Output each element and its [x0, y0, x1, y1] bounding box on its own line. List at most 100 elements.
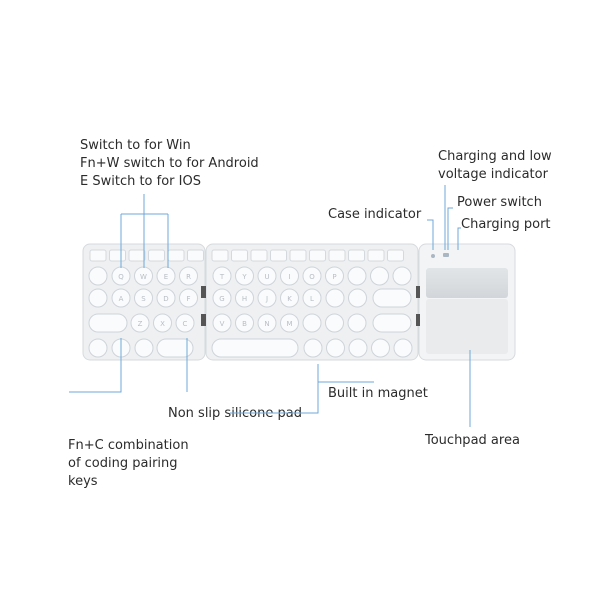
- left-key-z: [130, 313, 150, 333]
- hinge-magnet-1: [201, 286, 206, 298]
- enter-key: [372, 288, 412, 308]
- pairing-keys-line-2: of coding pairing: [68, 456, 178, 471]
- middle-fn-key: [211, 249, 229, 262]
- charging-port-leader: [457, 227, 461, 250]
- left-key-s: [134, 288, 153, 308]
- power-switch-leader: [447, 207, 453, 250]
- middle-row2-round-key: [325, 288, 345, 308]
- left-key-label-r: R: [186, 273, 191, 281]
- pairing-keys-leader: [69, 338, 122, 393]
- middle-space-key: [211, 338, 299, 358]
- left-key-r: [179, 266, 198, 286]
- middle-row2-round-key: [348, 288, 367, 308]
- left-fn-key: [167, 249, 185, 262]
- left-key-label-q: Q: [118, 273, 124, 281]
- power-switch-label: Power switch: [457, 195, 542, 210]
- os-switch-label: Switch to for Win Fn+W switch to for And…: [80, 137, 259, 191]
- middle-key-label-l: L: [310, 295, 314, 303]
- case-indicator-leader: [427, 219, 434, 250]
- left-key-label-e: E: [164, 273, 168, 281]
- charging-indicator-line-2: voltage indicator: [438, 167, 548, 182]
- left-key-label-z: Z: [138, 320, 143, 328]
- middle-key-label-v: V: [220, 320, 225, 328]
- left-row4-round-key: [134, 338, 154, 358]
- middle-key-label-y: Y: [241, 273, 247, 281]
- middle-row4-round-key: [303, 338, 323, 358]
- non-slip-pad-leader: [230, 364, 319, 414]
- left-fn-key: [128, 249, 146, 262]
- middle-key-label-j: J: [265, 295, 268, 303]
- left-row2-round-key: [88, 288, 108, 308]
- middle-key-label-b: B: [242, 320, 247, 328]
- left-shift-key: [88, 313, 128, 333]
- middle-key-label-p: P: [332, 273, 336, 281]
- middle-row3-round-key: [347, 313, 367, 333]
- middle-key-label-g: G: [219, 295, 224, 303]
- middle-key-label-n: N: [264, 320, 269, 328]
- middle-key-label-o: O: [309, 273, 315, 281]
- middle-fn-key: [367, 249, 385, 262]
- middle-key-h: [235, 288, 254, 308]
- middle-fn-key: [328, 249, 346, 262]
- left-fn-key: [109, 249, 126, 262]
- middle-key-b: [235, 313, 254, 333]
- left-key-label-f: F: [186, 295, 190, 303]
- os-switch-line-1: Switch to for Win: [80, 138, 191, 153]
- middle-key-label-k: K: [287, 295, 292, 303]
- left-key-label-s: S: [141, 295, 146, 303]
- hinge-magnet-4: [416, 314, 420, 326]
- os-switch-line-3: E Switch to for IOS: [80, 174, 201, 189]
- middle-key-label-m: M: [286, 320, 292, 328]
- pairing-keys-label: Fn+C combination of coding pairing keys: [68, 437, 189, 491]
- charging-indicator-label: Charging and low voltage indicator: [438, 148, 552, 184]
- middle-key-n: [257, 313, 277, 333]
- middle-key-k: [280, 288, 299, 308]
- middle-key-v: [212, 313, 232, 333]
- middle-fn-key: [309, 249, 326, 262]
- middle-row3-round-key: [325, 313, 344, 333]
- left-key-a: [111, 288, 131, 308]
- left-space-key: [156, 338, 194, 358]
- middle-row4-round-key: [326, 338, 345, 358]
- middle-key-label-i: I: [288, 273, 290, 281]
- middle-row1-round-key: [370, 266, 389, 286]
- middle-key-l: [302, 288, 322, 308]
- left-key-x: [153, 313, 172, 333]
- middle-key-m: [280, 313, 299, 333]
- left-fn-key: [148, 249, 165, 262]
- charging-port-label: Charging port: [461, 217, 551, 232]
- left-key-label-w: W: [140, 273, 147, 281]
- middle-key-label-t: T: [219, 273, 225, 281]
- left-row4-round-key: [88, 338, 108, 358]
- touchpad-lower: [426, 299, 508, 354]
- middle-key-y: [235, 266, 254, 286]
- pairing-keys-line-3: keys: [68, 474, 98, 489]
- middle-fn-key: [250, 249, 268, 262]
- middle-key-g: [212, 288, 232, 308]
- middle-fn-key: [231, 249, 248, 262]
- middle-key-label-h: H: [242, 295, 247, 303]
- left-key-f: [179, 288, 198, 308]
- left-fn-key: [187, 249, 204, 262]
- charging-port: [443, 253, 449, 257]
- middle-fn-key: [387, 249, 404, 262]
- left-key-label-d: D: [163, 295, 168, 303]
- hinge-magnet-2: [201, 314, 206, 326]
- middle-row1-round-key: [392, 266, 412, 286]
- middle-key-o: [302, 266, 322, 286]
- middle-fn-key: [270, 249, 287, 262]
- touchpad-area-label: Touchpad area: [425, 433, 520, 448]
- built-in-magnet-leader: [317, 364, 374, 383]
- touchpad-upper: [426, 268, 508, 298]
- middle-fn-key: [289, 249, 307, 262]
- left-fn-key: [89, 249, 107, 262]
- hinge-magnet-3: [416, 286, 420, 298]
- left-key-e: [156, 266, 176, 286]
- os-switch-line-2: Fn+W switch to for Android: [80, 156, 259, 171]
- left-key-label-c: C: [183, 320, 188, 328]
- middle-key-p: [325, 266, 344, 286]
- left-key-d: [156, 288, 176, 308]
- middle-key-j: [257, 288, 277, 308]
- case-indicator-label: Case indicator: [328, 207, 422, 222]
